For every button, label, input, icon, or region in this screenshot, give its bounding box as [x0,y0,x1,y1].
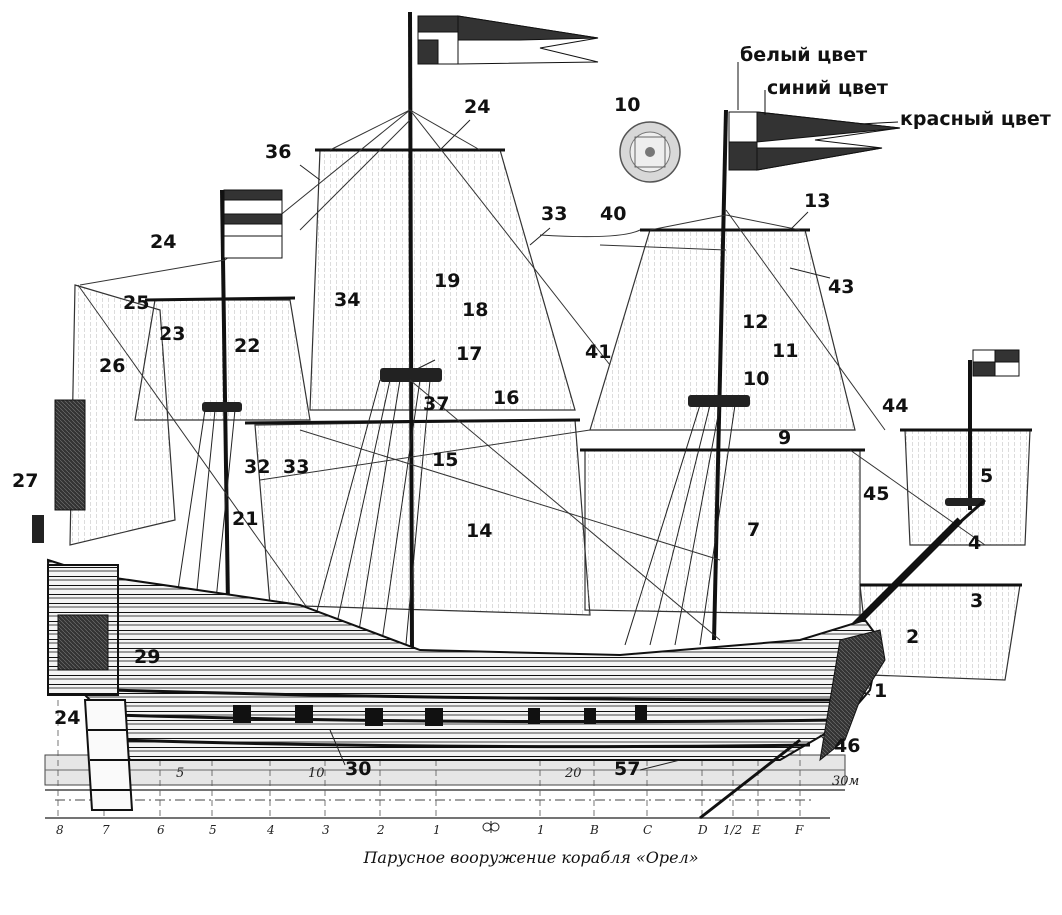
frame-tick: 1 [433,823,441,837]
callout-33-lower: 33 [283,456,310,478]
callout-24-mizzen: 24 [150,231,177,253]
callout-10-top: 10 [743,368,770,390]
callout-13: 13 [804,190,831,212]
frame-tick: 7 [102,823,110,837]
frame-tick: D [698,823,708,837]
frame-tick: C [643,823,653,837]
callout-36: 36 [265,141,292,163]
frame-tick: 1 [537,823,545,837]
scale-label: 20 [565,766,582,781]
callout-9: 9 [778,427,792,449]
callout-14: 14 [466,520,493,542]
callout-2: 2 [906,626,920,648]
callout-23: 23 [159,323,186,345]
callout-30: 30 [345,758,372,780]
callout-32: 32 [244,456,271,478]
callout-1: 1 [874,680,888,702]
callout-33-upper: 33 [541,203,568,225]
callout-18: 18 [462,299,489,321]
flag-color-red-label: красный цвет [900,108,1051,130]
callout-57: 57 [614,758,641,780]
callout-3: 3 [970,590,984,612]
callout-25: 25 [123,292,150,314]
frame-tick: 8 [56,823,64,837]
frame-tick: 6 [157,823,165,837]
emblem-detail [619,121,681,183]
callout-24-rudder: 24 [54,707,81,729]
frame-tick: E [752,823,761,837]
scale-label: 5 [176,766,185,781]
callout-34: 34 [334,289,361,311]
figure-caption: Парусное вооружение корабля «Орел» [363,848,699,867]
callout-29: 29 [134,646,161,668]
callout-10-emblem: 10 [614,94,641,116]
callout-17: 17 [456,343,483,365]
callout-44: 44 [882,395,909,417]
callout-43: 43 [828,276,855,298]
callout-26: 26 [99,355,126,377]
callout-37: 37 [423,393,450,415]
frame-tick: 1/2 [723,823,743,837]
callout-12: 12 [742,311,769,333]
callout-41: 41 [585,341,612,363]
callout-19: 19 [434,270,461,292]
scale-label: 30м [832,774,860,789]
callout-22: 22 [234,335,261,357]
callout-16: 16 [493,387,520,409]
frame-tick: 4 [267,823,275,837]
callout-24-main: 24 [464,96,491,118]
midship-symbol-icon [482,821,500,833]
frame-tick: 3 [322,823,330,837]
frame-tick: F [795,823,804,837]
callout-15: 15 [432,449,459,471]
callout-45: 45 [863,483,890,505]
flag-color-white-label: белый цвет [740,44,868,66]
callout-27: 27 [12,470,39,492]
callout-4: 4 [968,532,982,554]
callout-5: 5 [980,465,994,487]
frame-tick: 5 [209,823,217,837]
scale-label: 10 [308,766,325,781]
callout-11: 11 [772,340,799,362]
callout-40: 40 [600,203,627,225]
frame-tick: 2 [377,823,385,837]
frame-tick: B [590,823,599,837]
callout-46: 46 [834,735,861,757]
callout-21: 21 [232,508,259,530]
callout-7: 7 [747,519,761,541]
flag-color-blue-label: синий цвет [767,77,888,99]
